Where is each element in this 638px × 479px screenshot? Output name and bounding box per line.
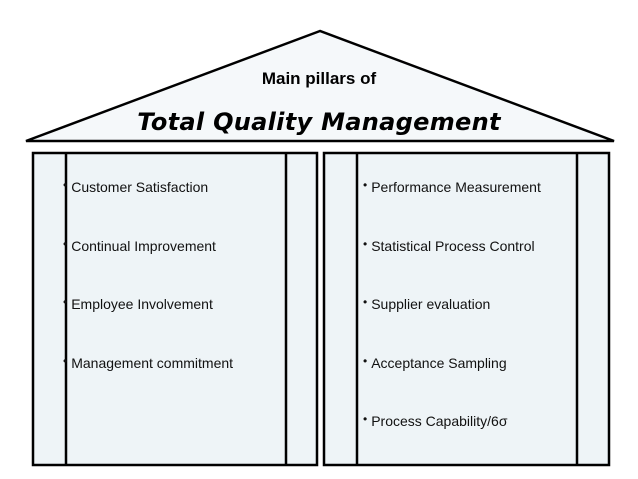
left-pillar-item-label: Continual Improvement bbox=[71, 237, 216, 254]
left-pillar-frame bbox=[31, 151, 319, 467]
bullet-icon: • bbox=[363, 178, 368, 192]
right-pillar-item: •Process Capability/6σ bbox=[363, 412, 541, 471]
roof-shape bbox=[25, 29, 615, 143]
right-pillar-frame bbox=[322, 151, 611, 467]
right-pillar-item-label: Statistical Process Control bbox=[371, 237, 535, 254]
right-pillar-item-label: Acceptance Sampling bbox=[371, 354, 507, 371]
bullet-icon: • bbox=[63, 178, 68, 192]
right-pillar-item: •Acceptance Sampling bbox=[363, 354, 541, 413]
left-pillar-item: •Customer Satisfaction bbox=[63, 178, 233, 237]
right-pillar-item-label: Supplier evaluation bbox=[371, 296, 491, 312]
left-pillar-item-label: Employee Involvement bbox=[71, 296, 213, 312]
roof-subtitle: Main pillars of bbox=[261, 69, 377, 88]
bullet-icon: • bbox=[63, 295, 68, 309]
bullet-icon: • bbox=[363, 412, 368, 426]
bullet-icon: • bbox=[63, 236, 68, 251]
left-pillar-item: •Employee Involvement bbox=[63, 295, 233, 354]
left-pillar-item-label: Customer Satisfaction bbox=[71, 179, 209, 195]
left-pillar-item: •Continual Improvement bbox=[63, 237, 233, 296]
left-pillar-list: •Customer Satisfaction •Continual Improv… bbox=[63, 178, 233, 412]
right-pillar-list: •Performance Measurement •Statistical Pr… bbox=[363, 178, 541, 471]
bullet-icon: • bbox=[363, 353, 368, 368]
left-pillar-item-label: Management commitment bbox=[71, 354, 234, 371]
left-pillar-item: •Management commitment bbox=[63, 354, 233, 413]
right-pillar-item-label: Process Capability/6σ bbox=[371, 413, 508, 429]
bullet-icon: • bbox=[63, 353, 68, 368]
bullet-icon: • bbox=[363, 295, 368, 309]
bullet-icon: • bbox=[363, 236, 368, 251]
right-pillar-item: •Performance Measurement bbox=[363, 178, 541, 237]
right-pillar-item: •Supplier evaluation bbox=[363, 295, 541, 354]
right-pillar-item: •Statistical Process Control bbox=[363, 237, 541, 296]
right-pillar-item-label: Performance Measurement bbox=[371, 179, 541, 195]
roof-title: Total Quality Management bbox=[137, 108, 501, 136]
